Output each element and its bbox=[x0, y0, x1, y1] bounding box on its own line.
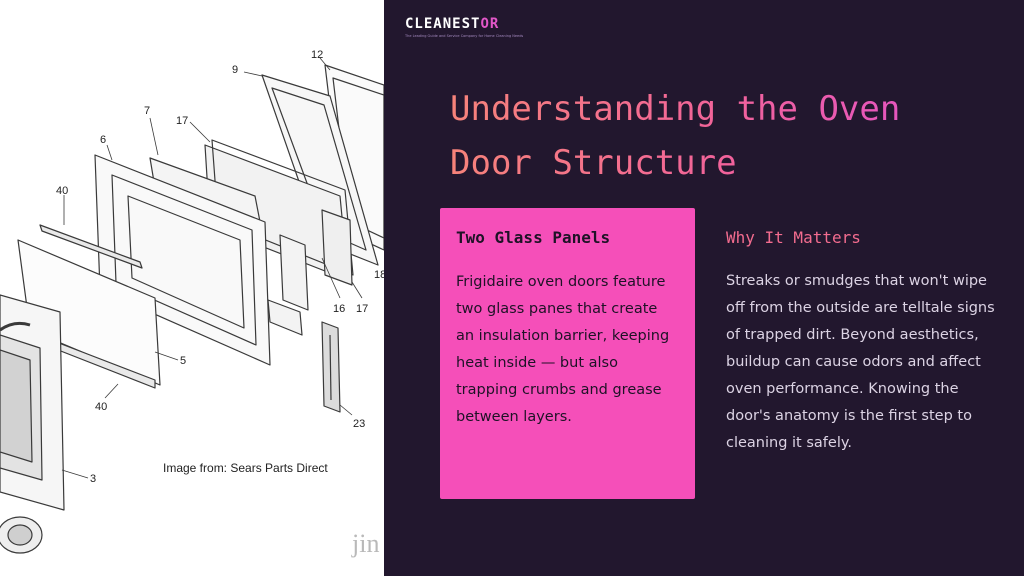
watermark: jin bbox=[351, 529, 379, 558]
part-number-5: 5 bbox=[180, 355, 186, 367]
part-number-12: 12 bbox=[311, 49, 323, 61]
brand-name-part2: OR bbox=[480, 16, 500, 32]
part-number-6: 6 bbox=[100, 134, 106, 146]
oven-door-diagram: 12 9 7 17 6 40 16 17 18 5 40 23 3 Image … bbox=[0, 0, 384, 576]
part-number-40b: 40 bbox=[95, 401, 107, 413]
card-body: Frigidaire oven doors feature two glass … bbox=[456, 274, 670, 425]
part-number-7: 7 bbox=[144, 105, 150, 117]
part-number-9: 9 bbox=[232, 64, 238, 76]
part-number-18: 18 bbox=[374, 269, 384, 281]
diagram-caption: Image from: Sears Parts Direct bbox=[163, 461, 328, 475]
brand-name-part1: CLEANEST bbox=[405, 16, 481, 32]
part-number-40a: 40 bbox=[56, 185, 68, 197]
brand-logo: CLEANESTOR The Leading Guide and Service… bbox=[405, 16, 545, 38]
glass-panels-card: Two Glass Panels Frigidaire oven doors f… bbox=[440, 208, 695, 499]
part-number-17b: 17 bbox=[356, 303, 368, 315]
part-17-strip bbox=[321, 209, 353, 286]
part-40-seal bbox=[39, 224, 143, 269]
part-number-16: 16 bbox=[333, 303, 345, 315]
why-it-matters-section: Why It Matters Streaks or smudges that w… bbox=[726, 226, 996, 457]
brand-name: CLEANESTOR bbox=[405, 16, 545, 32]
page-title: Understanding the Oven Door Structure bbox=[450, 82, 990, 190]
part-5-front-glass bbox=[17, 239, 161, 386]
part-number-23: 23 bbox=[353, 418, 365, 430]
part-number-3: 3 bbox=[90, 473, 96, 485]
part-6-inner-frame bbox=[94, 154, 271, 366]
handle bbox=[0, 321, 31, 332]
part-number-17a: 17 bbox=[176, 115, 188, 127]
exploded-view-illustration: 12 9 7 17 6 40 16 17 18 5 40 23 3 Image … bbox=[0, 49, 384, 558]
card-heading: Two Glass Panels bbox=[456, 228, 611, 247]
brand-tagline: The Leading Guide and Service Company fo… bbox=[405, 34, 524, 38]
part-16-strip bbox=[279, 234, 309, 311]
section-heading: Why It Matters bbox=[726, 228, 861, 247]
section-body: Streaks or smudges that won't wipe off f… bbox=[726, 273, 995, 451]
